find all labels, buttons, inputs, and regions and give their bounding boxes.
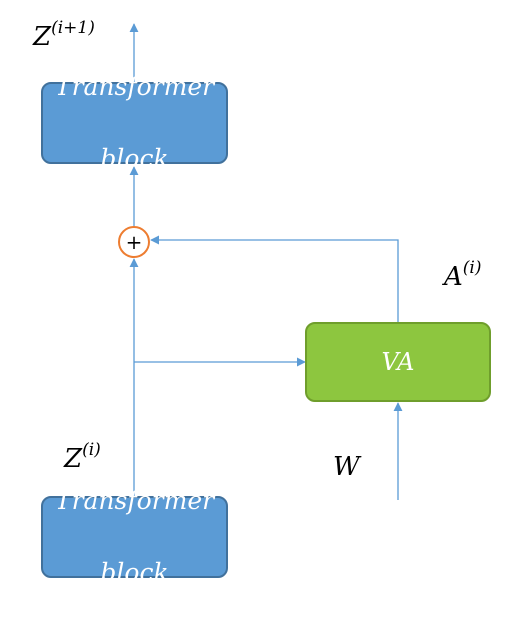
label-z-next: Z(i+1) bbox=[33, 18, 95, 52]
va-to-sum-arrow bbox=[150, 235, 399, 322]
va-block: VA bbox=[305, 322, 491, 402]
block-label-line2: block bbox=[100, 558, 169, 587]
sum-symbol: + bbox=[126, 230, 143, 254]
block-label-line1: Transformer bbox=[54, 72, 215, 101]
label-z-current: Z(i) bbox=[64, 440, 101, 474]
sum-node: + bbox=[118, 226, 150, 258]
va-label: VA bbox=[381, 348, 415, 376]
connector-layer: + bbox=[118, 23, 403, 500]
transformer-block-top: Transformer block bbox=[41, 72, 228, 173]
label-a-current: A(i) bbox=[444, 258, 482, 292]
label-w: W bbox=[333, 452, 360, 482]
block-label-line2: block bbox=[100, 144, 169, 173]
block-label-line1: Transformer bbox=[54, 486, 215, 515]
diagram-canvas: + Transformer block Transformer block VA… bbox=[33, 18, 491, 587]
transformer-block-bottom: Transformer block bbox=[41, 486, 228, 587]
